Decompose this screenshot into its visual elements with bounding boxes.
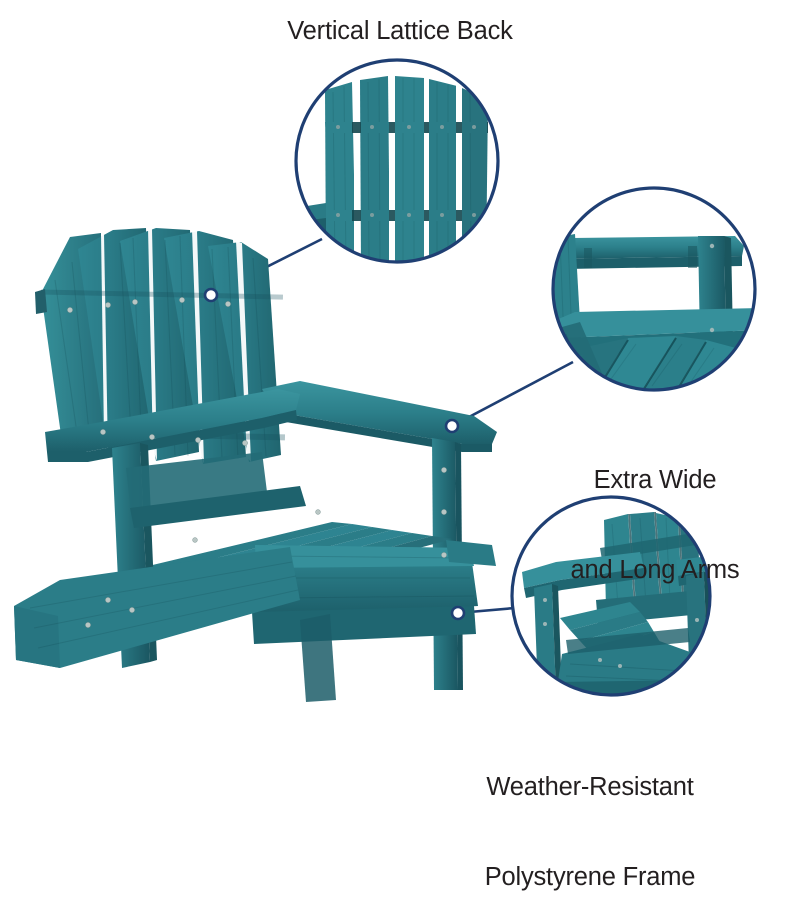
screw-heads xyxy=(67,297,447,628)
seat-rear-slat xyxy=(130,486,306,528)
seat-front-apron-top xyxy=(255,545,474,568)
left-arm-edge xyxy=(47,410,297,462)
anchor-dot-arms[interactable] xyxy=(444,418,460,434)
callout-frame-ring xyxy=(510,495,712,697)
anchor-dot-lattice[interactable] xyxy=(203,287,219,303)
back-slat-gap-1 xyxy=(101,233,108,456)
left-arm-rail xyxy=(45,389,300,452)
right-arm-rail xyxy=(262,381,497,444)
illustration-canvas xyxy=(14,58,760,702)
caption-arms-line-2: and Long Arms xyxy=(570,556,740,585)
caption-frame-line-2: Polystyrene Frame xyxy=(484,863,696,892)
anchor-dots xyxy=(203,287,466,621)
callout-arms-detail xyxy=(553,188,755,390)
seat-slat-1 xyxy=(140,522,352,572)
caption-frame-line-1: Weather-Resistant xyxy=(486,773,694,802)
seat-right-corner xyxy=(446,540,496,566)
left-runner xyxy=(14,547,300,668)
callout-lattice-ring xyxy=(294,58,500,264)
anchor-dot-frame[interactable] xyxy=(450,605,466,621)
leader-line-arms xyxy=(451,360,574,428)
back-left-ear xyxy=(35,289,47,314)
callout-lattice-back[interactable] xyxy=(294,58,502,268)
main-chair-illustration xyxy=(14,228,497,702)
caption-vertical-lattice-back: Vertical Lattice Back xyxy=(287,17,513,45)
caption-extra-wide-arms: Extra Wide and Long Arms xyxy=(520,405,790,616)
back-slat-gap-2 xyxy=(148,228,157,461)
apron-grain xyxy=(269,555,475,599)
callout-arms-ring xyxy=(551,186,757,392)
callout-extra-wide-arms[interactable] xyxy=(551,186,760,394)
caption-arms-line-1: Extra Wide xyxy=(593,466,717,495)
left-runner-front xyxy=(14,606,60,668)
runner-grain xyxy=(29,561,299,649)
product-feature-image: Vertical Lattice Back Extra Wide and Lon… xyxy=(14,17,790,891)
back-brace-upper-shadow xyxy=(40,289,284,300)
caption-weather-resistant-frame: Weather-Resistant Polystyrene Frame xyxy=(390,712,790,923)
rear-leg xyxy=(300,614,336,702)
